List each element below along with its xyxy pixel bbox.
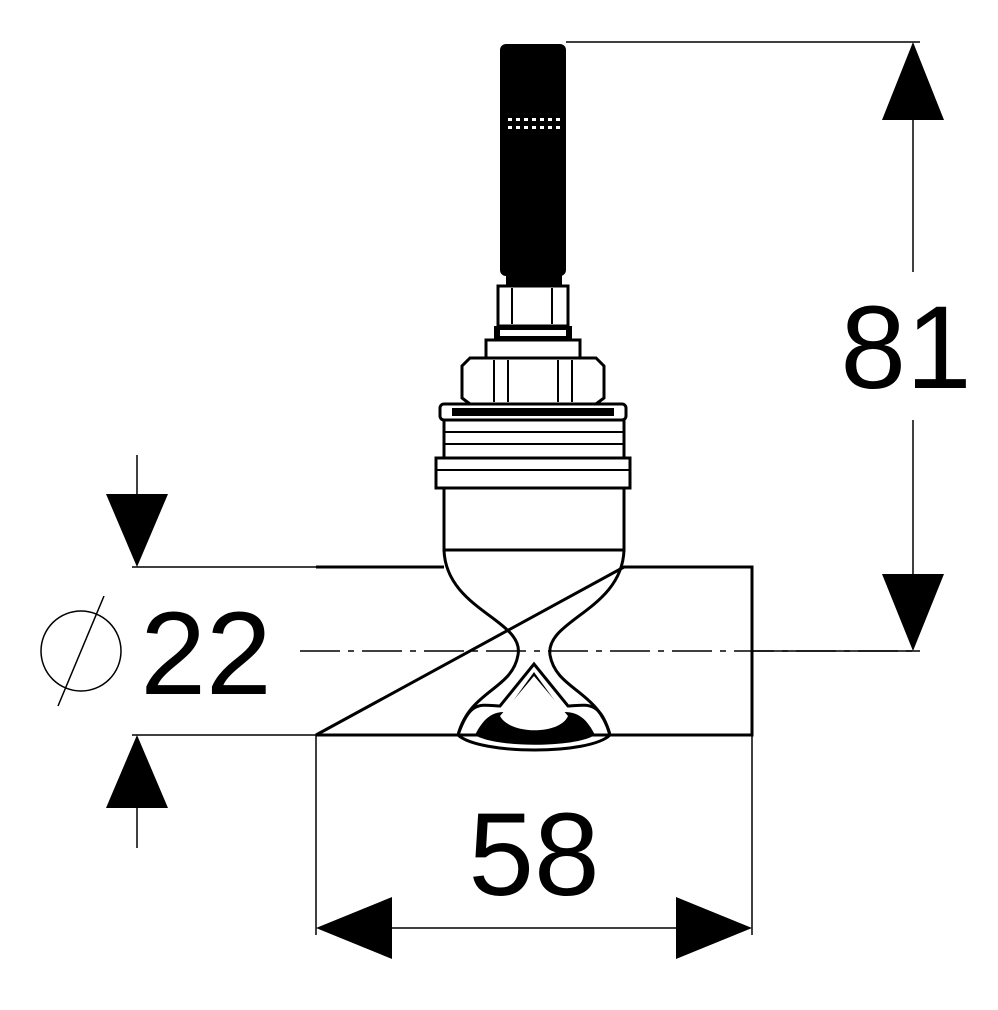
valve-body	[300, 549, 918, 752]
width-value: 58	[468, 789, 599, 921]
threaded-section	[442, 418, 626, 460]
neck-left	[442, 549, 520, 736]
valve-seat-highlight	[500, 676, 568, 731]
flange-ring-fill	[452, 408, 614, 416]
spindle	[500, 40, 566, 286]
valve-bonnet	[434, 284, 632, 552]
diameter-dimension: 22	[40, 455, 316, 848]
width-arrow-right	[676, 897, 752, 959]
collar-ring	[434, 456, 632, 490]
diameter-arrow-up	[106, 735, 168, 808]
height-arrow-down	[882, 574, 944, 651]
upper-cap	[484, 338, 582, 360]
spindle-knurling	[508, 40, 560, 129]
gland-body	[496, 284, 570, 328]
height-value: 81	[840, 282, 971, 414]
diameter-value: 22	[140, 588, 271, 720]
neck-right	[548, 549, 626, 736]
width-arrow-left	[316, 897, 392, 959]
diameter-arrow-down	[106, 494, 168, 567]
gland-ring-highlight	[500, 330, 566, 336]
flange-ring	[438, 402, 628, 422]
height-arrow-up	[882, 42, 944, 120]
height-dimension: 81	[566, 41, 972, 652]
valve-seat	[456, 661, 612, 752]
lower-collar	[442, 486, 626, 552]
spindle-shaft	[500, 44, 566, 276]
hex-nut	[460, 356, 606, 406]
spindle-base	[506, 274, 562, 286]
width-dimension: 58	[315, 735, 753, 959]
diameter-symbol-icon	[40, 595, 122, 707]
